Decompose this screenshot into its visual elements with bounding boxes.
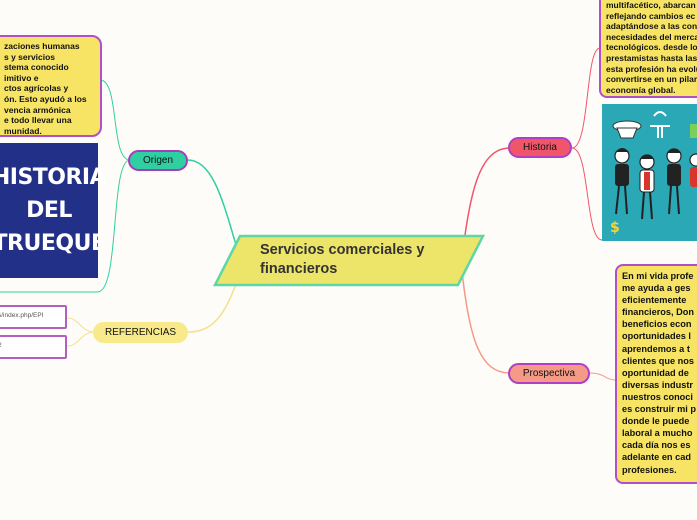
trueque-line-1: HISTORIA — [0, 165, 107, 190]
link-historia-image — [571, 147, 603, 241]
prospectiva-note[interactable]: En mi vida profe me ayuda a ges eficient… — [615, 264, 697, 484]
branch-referencias-label: REFERENCIAS — [104, 327, 177, 338]
link-central-prospectiva — [461, 271, 511, 374]
link-origen-image — [0, 159, 131, 293]
branch-origen[interactable]: Origen — [128, 150, 188, 171]
branch-historia[interactable]: Historia — [508, 137, 572, 158]
link-prospectiva-note — [589, 372, 617, 381]
branch-referencias[interactable]: REFERENCIAS — [93, 322, 188, 343]
historia-del-trueque-image[interactable]: HISTORIA DEL TRUEQUE — [0, 143, 107, 278]
money-bag-icon — [612, 120, 642, 139]
reference-link-2[interactable]: 2 — [0, 335, 67, 359]
branch-origen-label: Origen — [142, 155, 173, 166]
central-topic[interactable]: Servicios comerciales y financieros — [260, 242, 425, 277]
reference-link-1[interactable]: s/index.php/EPI — [0, 305, 67, 329]
finance-people-illustration[interactable]: $ — [602, 104, 697, 241]
link-historia-note — [571, 47, 601, 149]
historia-note[interactable]: multifacético, abarcan reflejando cambio… — [599, 0, 697, 98]
illustration-graphic: $ — [610, 111, 697, 236]
trueque-line-2: DEL — [26, 198, 72, 223]
fountain-icon — [650, 111, 670, 138]
branch-historia-label: Historia — [523, 142, 557, 153]
branch-prospectiva[interactable]: Prospectiva — [508, 363, 590, 384]
svg-text:$: $ — [610, 220, 620, 236]
origen-note[interactable]: zaciones humanas s y servicios stema con… — [0, 35, 102, 137]
dollar-sign-icon: $ — [610, 124, 697, 236]
people-icon — [614, 148, 697, 220]
link-origen-note — [99, 79, 131, 161]
branch-prospectiva-label: Prospectiva — [522, 368, 576, 379]
trueque-line-3: TRUEQUE — [0, 231, 106, 256]
link-central-origen — [187, 159, 241, 259]
central-topic-shape — [212, 234, 486, 287]
link-referencias-refs — [66, 317, 96, 347]
